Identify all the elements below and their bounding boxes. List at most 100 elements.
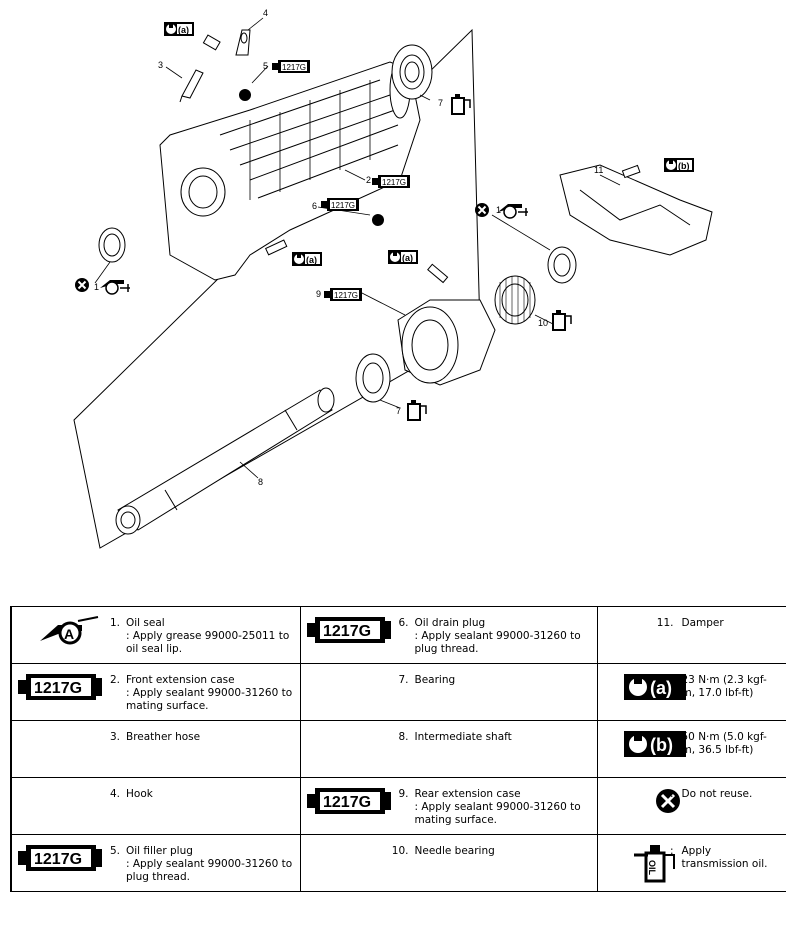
callout-9: 9: [316, 289, 321, 299]
svg-text:(b): (b): [650, 735, 673, 755]
oil-filler-plug: [239, 89, 251, 101]
sealant-icon: 1217G: [18, 843, 106, 875]
legend-cell: (a):23 N·m (2.3 kgf-m, 17.0 lbf-ft): [596, 663, 786, 721]
sealant-icon: 1217G: [18, 672, 106, 704]
legend-cell: 11. Damper: [596, 606, 786, 664]
svg-text:(b): (b): [678, 161, 690, 171]
svg-text:(a): (a): [306, 255, 317, 265]
legend-cell: 10. Needle bearing: [299, 834, 598, 892]
legend-text: Breather hose: [126, 731, 201, 743]
legend-text: Bearing: [414, 674, 456, 686]
torque-a-tag-case: (a): [292, 252, 322, 266]
oil-tag-7-lower: [407, 399, 427, 421]
oil-drain-plug: [372, 214, 384, 226]
legend-number: 10.: [391, 845, 409, 857]
exploded-diagram: 4 3 5 7 2 6 1 9 7 10 11 8 1 (a) 1217G 12…: [73, 8, 713, 549]
callout-1-rear: 1: [496, 205, 501, 215]
legend-text: Do not reuse.: [681, 788, 753, 800]
oil-seal-front: [98, 227, 126, 263]
sealant-icon: 1217G: [306, 786, 395, 818]
legend-number: 9.: [398, 788, 409, 800]
bearing-top: [391, 44, 433, 100]
front-extension-case: [159, 61, 421, 281]
callout-7-lower: 7: [396, 406, 401, 416]
legend-text: Oil seal : Apply grease 99000-25011 to o…: [126, 617, 290, 655]
damper: [559, 164, 713, 256]
legend-number: 6.: [398, 617, 409, 629]
svg-text:1217G: 1217G: [282, 63, 306, 72]
legend-cell: 1217G 9. Rear extension case : Apply seala…: [299, 777, 598, 835]
svg-text:1217G: 1217G: [323, 794, 371, 811]
svg-text:(a): (a): [178, 25, 189, 35]
callout-5: 5: [263, 61, 268, 71]
legend-table: A 1. Oil seal : Apply grease 99000-25011 t…: [10, 606, 786, 892]
sealant-tag-9: 1217G: [324, 288, 362, 301]
svg-text:1217G: 1217G: [331, 201, 355, 210]
legend-cell: : Do not reuse.: [596, 777, 786, 835]
bolt-a-rear: [427, 263, 449, 284]
no-reuse-rear: [474, 202, 490, 218]
legend-number: :: [669, 731, 674, 743]
legend-text: Damper: [681, 617, 724, 629]
legend-row: 1217G 5. Oil filler plug : Apply sealant 9…: [10, 834, 786, 892]
callout-11: 11: [594, 165, 603, 175]
legend-text: Oil drain plug : Apply sealant 99000-312…: [414, 617, 581, 655]
intermediate-shaft: [115, 387, 335, 535]
callout-6: 6: [312, 201, 317, 211]
legend-cell: (b):50 N·m (5.0 kgf-m, 36.5 lbf-ft): [596, 720, 786, 778]
svg-text:1217G: 1217G: [34, 851, 82, 868]
rear-extension-case: [397, 299, 496, 386]
legend-cell: 1217G 6. Oil drain plug : Apply sealant 99…: [299, 606, 598, 664]
legend-text: Intermediate shaft: [414, 731, 512, 743]
legend-number: 1.: [109, 617, 120, 629]
sealant-tag-5: 1217G: [272, 60, 310, 73]
legend-cell: 8.Intermediate shaft: [299, 720, 598, 778]
sealant-tag-6: 1217G: [321, 198, 359, 211]
svg-text:1217G: 1217G: [323, 623, 371, 640]
legend-number: 4.: [109, 788, 120, 800]
no-reuse-icon: [604, 786, 692, 818]
legend-cell: 4. Hook: [10, 777, 301, 835]
breather-hose: [179, 69, 204, 103]
legend-number: 7.: [398, 674, 409, 686]
needle-bearing: [494, 275, 536, 325]
legend-number: 5.: [109, 845, 120, 857]
callout-8: 8: [258, 477, 263, 487]
torque-b-icon: (b): [604, 729, 692, 761]
no-reuse-front: [74, 277, 90, 293]
svg-text:1217G: 1217G: [334, 291, 358, 300]
legend-number: :: [669, 788, 674, 800]
callout-2: 2: [366, 175, 371, 185]
legend-text: 23 N·m (2.3 kgf-m, 17.0 lbf-ft): [681, 674, 767, 699]
legend-text: Oil filler plug : Apply sealant 99000-31…: [126, 845, 293, 883]
bolt-a-top: [202, 34, 221, 51]
oil-tag-10: [552, 309, 572, 331]
callout-7-top: 7: [438, 98, 443, 108]
torque-b-tag: (b): [664, 158, 694, 172]
legend-text: Needle bearing: [414, 845, 495, 857]
legend-number: 11.: [656, 617, 674, 629]
grease-tag-front: [99, 279, 131, 295]
svg-text:(a): (a): [402, 253, 413, 263]
legend-number: 2.: [109, 674, 120, 686]
svg-text:1217G: 1217G: [382, 178, 406, 187]
legend-cell: 1217G 5. Oil filler plug : Apply sealant 9…: [10, 834, 301, 892]
svg-text:A: A: [64, 626, 74, 642]
oil-seal-rear: [547, 246, 577, 284]
torque-a-tag-rear: (a): [388, 250, 418, 264]
callout-3: 3: [158, 60, 163, 70]
oil-can-icon: OIL: [604, 843, 692, 883]
legend-text: Apply transmission oil.: [681, 845, 768, 870]
svg-text:OIL: OIL: [647, 860, 657, 876]
grease-icon: A: [18, 615, 106, 647]
legend-row: A 1. Oil seal : Apply grease 99000-25011 t…: [10, 606, 786, 664]
legend-text: 50 N·m (5.0 kgf-m, 36.5 lbf-ft): [681, 731, 767, 756]
sealant-icon: 1217G: [306, 615, 395, 647]
legend-text: Rear extension case : Apply sealant 9900…: [414, 788, 581, 826]
bolt-a-case: [265, 239, 288, 256]
torque-a-tag-top: (a): [164, 22, 194, 36]
legend-text: Hook: [126, 788, 153, 800]
sealant-tag-2: 1217G: [372, 175, 410, 188]
legend-cell: 7. Bearing: [299, 663, 598, 721]
grease-tag-rear: [497, 203, 529, 219]
